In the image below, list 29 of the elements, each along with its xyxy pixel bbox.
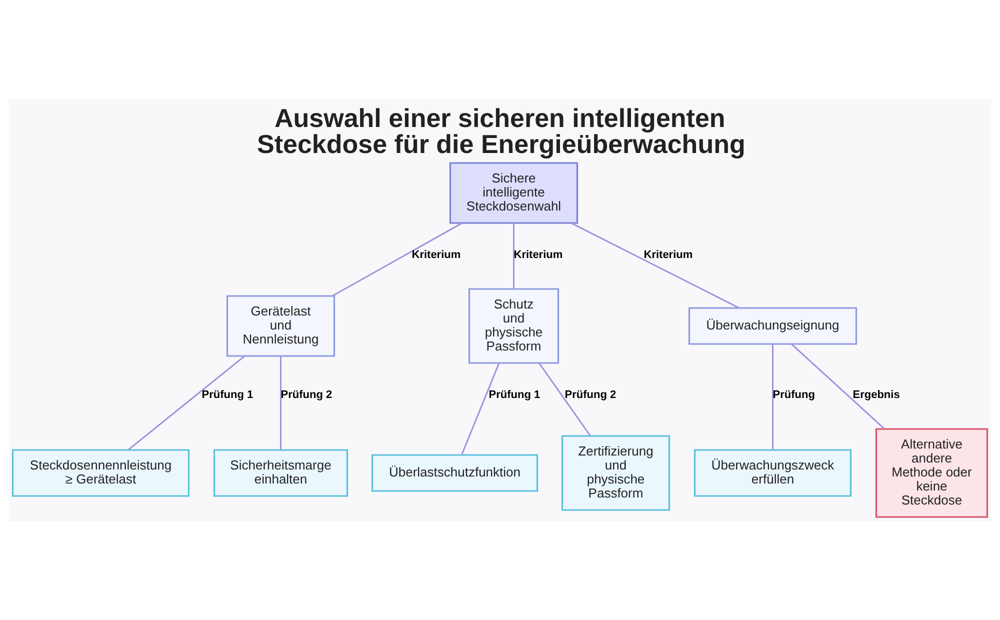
node-box: Steckdosennennleistung ≥ Gerätelast <box>12 449 190 497</box>
connector <box>791 344 885 430</box>
node-box: Sicherheitsmarge einhalten <box>213 449 348 497</box>
edge-label: Prüfung <box>772 388 815 401</box>
connector <box>513 223 514 289</box>
edge-label: Kriterium <box>644 248 693 261</box>
node-box: Gerätelast und Nennleistung <box>226 295 336 357</box>
node-box: Schutz und physische Passform <box>468 288 560 364</box>
node-box: Überlastschutzfunktion <box>371 454 538 492</box>
edge-label: Prüfung 2 <box>564 388 616 401</box>
edge-label: Prüfung 2 <box>280 388 332 401</box>
connector <box>570 222 740 308</box>
node-box: Überwachungseignung <box>688 307 858 345</box>
edge-label: Prüfung 1 <box>488 388 540 401</box>
connector <box>280 356 282 450</box>
connector <box>332 222 462 296</box>
connector <box>128 356 245 450</box>
edge-label: Kriterium <box>514 248 563 261</box>
edge-label: Kriterium <box>412 248 461 261</box>
edge-label: Ergebnis <box>852 388 900 401</box>
connector <box>461 362 500 455</box>
edge-label: Prüfung 1 <box>202 388 254 401</box>
diagram-title: Auswahl einer sicheren intelligenten Steckdose für die Energieüberwachung <box>257 102 746 159</box>
connector <box>772 344 774 450</box>
node-box: Überwachungszweck erfüllen <box>694 449 852 497</box>
node-box: Zertifizierung und physische Passform <box>561 435 670 511</box>
node-box: Sichere intelligente Steckdosenwahl <box>449 162 578 224</box>
connector <box>538 362 592 436</box>
node-box: Alternative andere Methode oder keine Steckdose <box>875 428 988 518</box>
